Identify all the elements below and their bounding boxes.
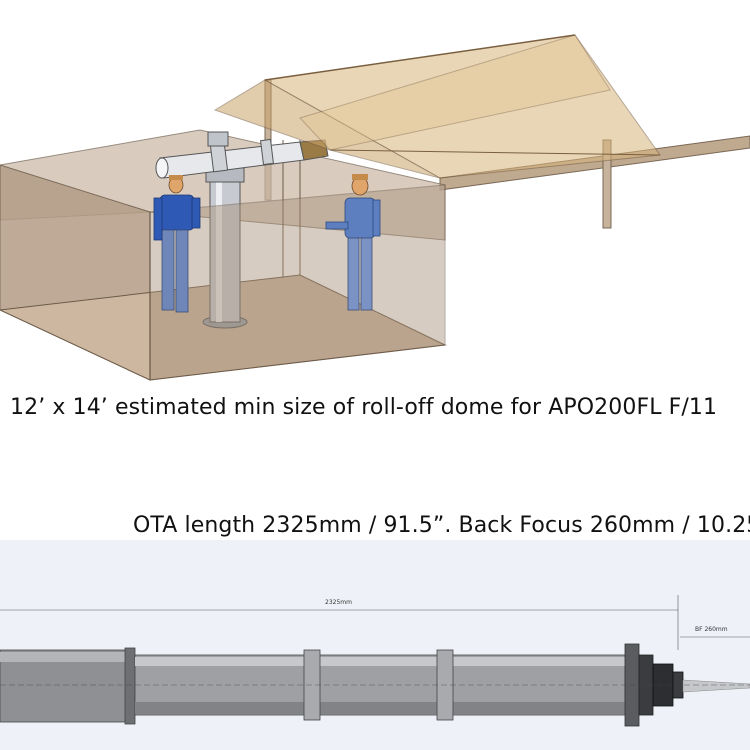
person-left [153, 175, 201, 313]
length-dimension: 2325mm [0, 595, 679, 650]
backfocus-label: BF 260mm [695, 626, 728, 633]
length-label: 2325mm [325, 599, 352, 606]
light-cone [682, 679, 750, 693]
roll-off-roof [213, 34, 661, 179]
ota-technical-drawing: 2325mm BF 260mm [0, 540, 750, 750]
observatory-3d-render [0, 34, 750, 381]
dome-size-caption: 12’ x 14’ estimated min size of roll-off… [10, 395, 718, 420]
telescope-pier [202, 167, 248, 329]
ota-length-caption: OTA length 2325mm / 91.5”. Back Focus 26… [133, 513, 750, 538]
person-right [325, 174, 381, 311]
backfocus-dimension: BF 260mm [680, 626, 750, 638]
